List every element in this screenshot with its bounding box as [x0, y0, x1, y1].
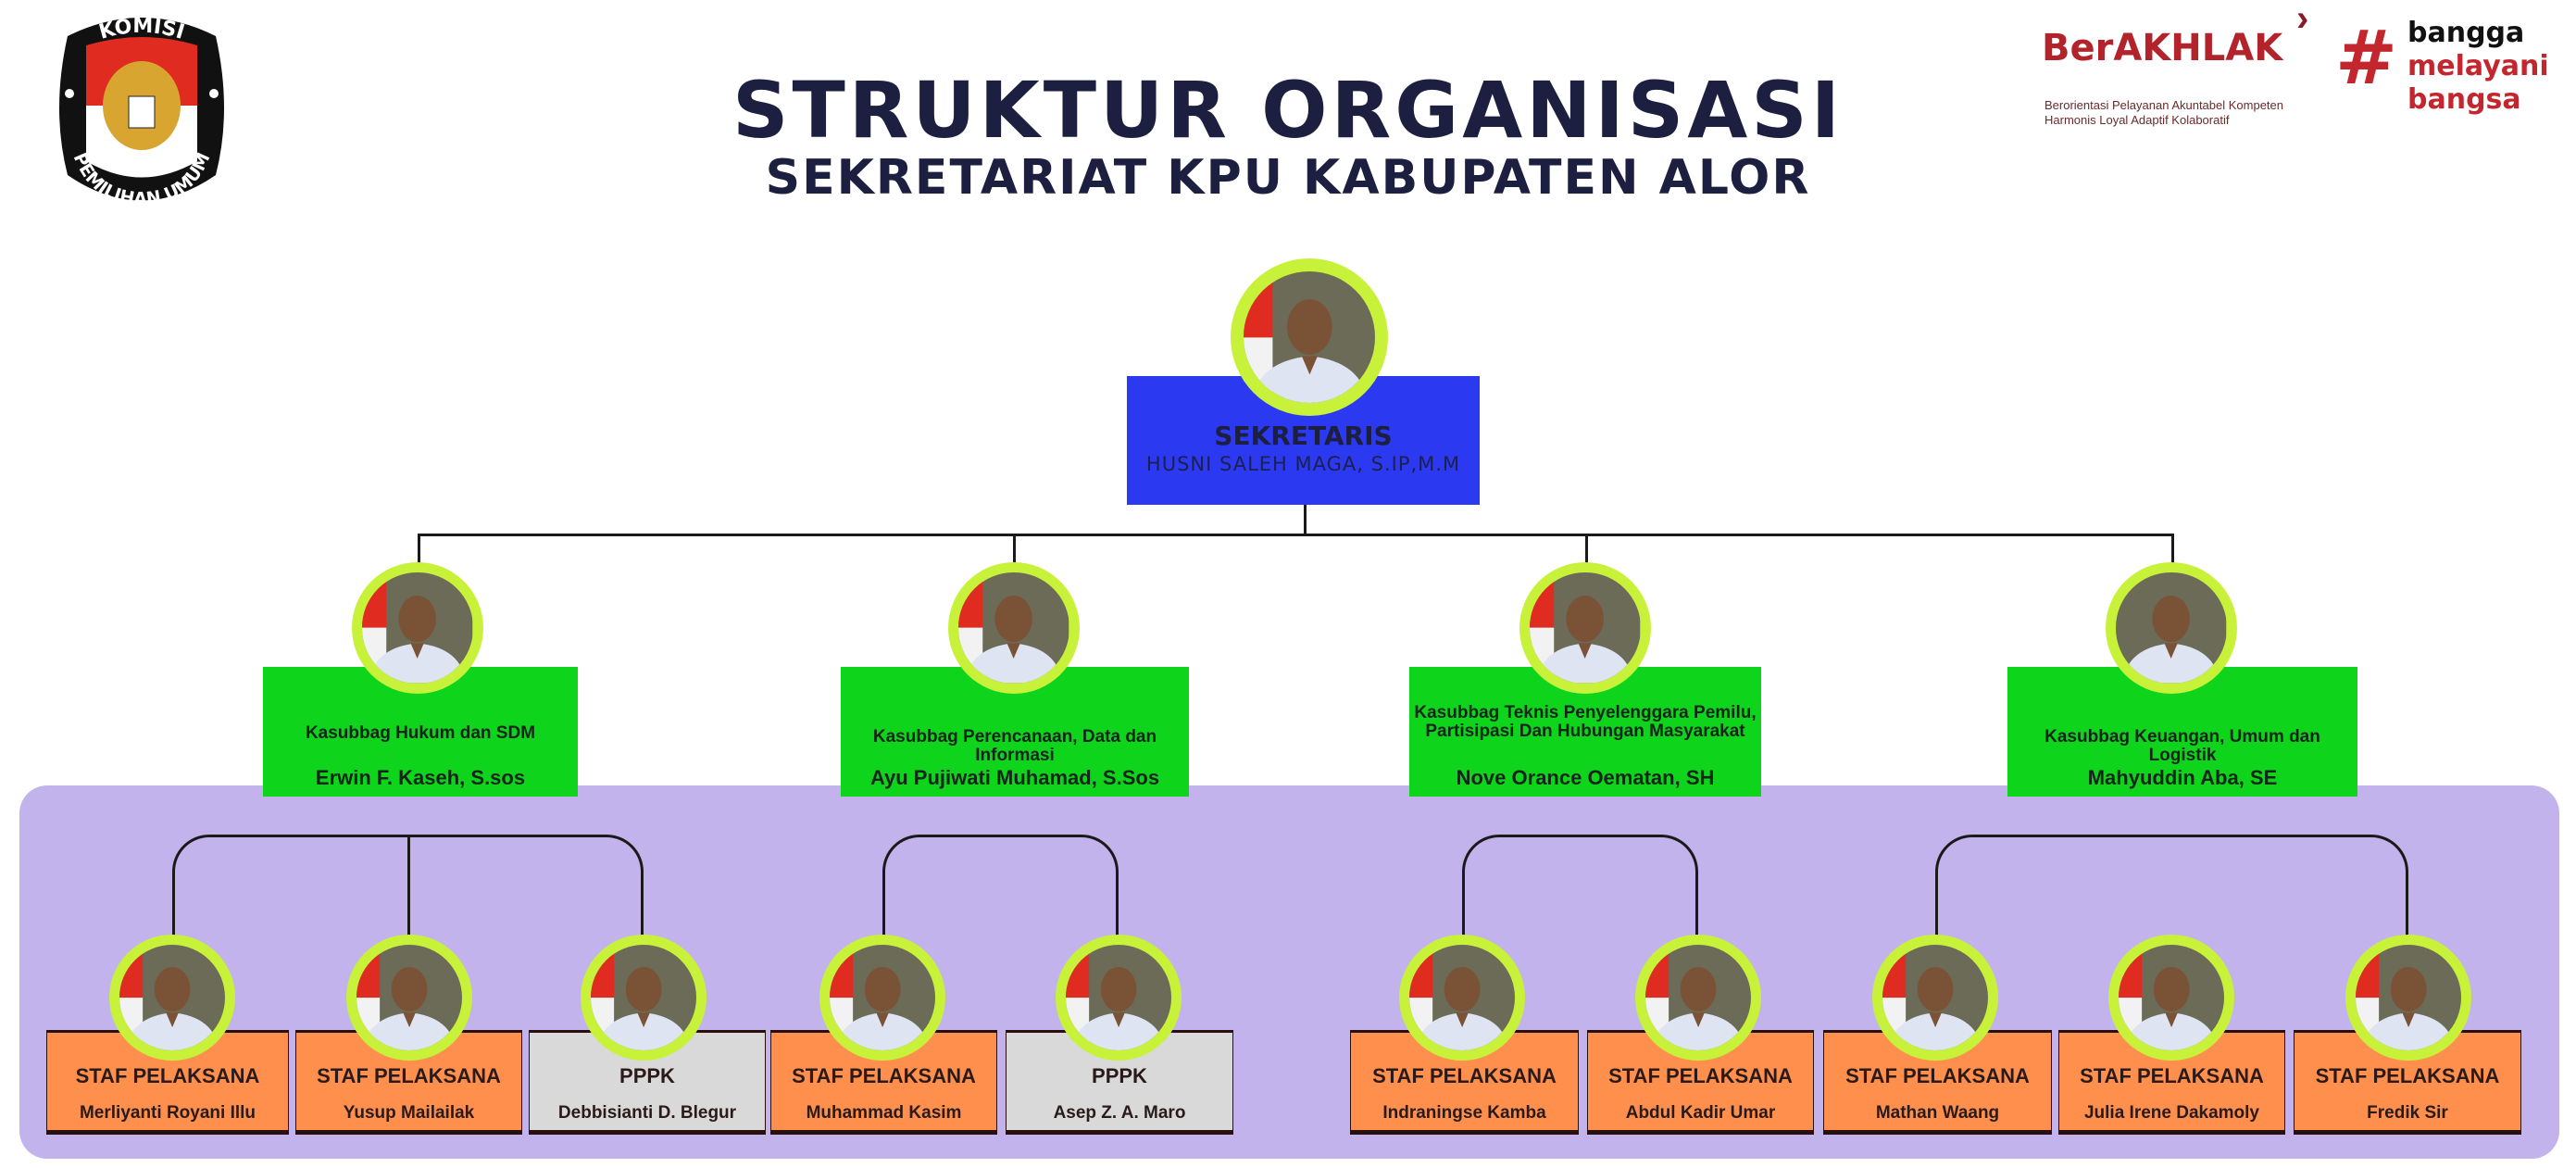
bangga-text: bangga [2407, 17, 2525, 49]
chevron-icon: › [2296, 0, 2309, 39]
kasubbag-name: Erwin F. Kaseh, S.sos [315, 766, 526, 789]
berakhlak-logo: BerAKHLAK [2042, 27, 2283, 69]
kasubbag-card: Kasubbag Perencanaan, Data dan Informasi… [841, 667, 1189, 797]
staff-role: STAF PELAKSANA [75, 1064, 260, 1087]
page-title: STRUKTUR ORGANISASI [732, 65, 1844, 156]
staff-role: STAF PELAKSANA [792, 1064, 976, 1087]
kasubbag-role: Kasubbag Teknis Penyelenggara Pemilu, Pa… [1414, 703, 1757, 741]
staff-name: Fredik Sir [2367, 1103, 2448, 1123]
kasubbag-photo [352, 562, 483, 694]
staff-group-connector [882, 835, 1119, 936]
sekretaris-card: SEKRETARIS HUSNI SALEH MAGA, S.IP,M.M [1127, 376, 1480, 505]
staff-name: Muhammad Kasim [806, 1103, 962, 1123]
staff-role: PPPK [619, 1064, 675, 1087]
kasubbag-name: Mahyuddin Aba, SE [2087, 766, 2278, 789]
bangga-melayani-bangsa-logo: bangga melayani bangsa [2407, 17, 2549, 117]
connector-line [407, 835, 410, 936]
kasubbag-photo [948, 562, 1080, 694]
sekretaris-role: SEKRETARIS [1214, 421, 1393, 451]
staff-role: STAF PELAKSANA [1608, 1064, 1793, 1087]
kasubbag-name: Nove Orance Oematan, SH [1456, 766, 1715, 789]
kpu-logo: KOMISI PEMILIHAN UMUM [49, 8, 234, 214]
kasubbag-role: Kasubbag Keuangan, Umum dan Logistik [2045, 727, 2320, 765]
staff-group-connector [1935, 835, 2408, 936]
staff-photo [819, 935, 945, 1061]
staff-name: Merliyanti Royani Illu [79, 1103, 256, 1123]
staff-name: Abdul Kadir Umar [1625, 1103, 1776, 1123]
staff-photo [1635, 935, 1761, 1061]
staff-role: PPPK [1092, 1064, 1147, 1087]
page-subtitle: SEKRETARIAT KPU KABUPATEN ALOR [765, 150, 1811, 206]
melayani-text: melayani [2407, 50, 2549, 82]
connector-line [1013, 534, 1016, 567]
staff-photo [109, 935, 235, 1061]
staff-photo [1056, 935, 1182, 1061]
connector-line [1585, 534, 1588, 567]
staff-photo [346, 935, 472, 1061]
berakhlak-tagline: Berorientasi Pelayanan Akuntabel Kompete… [2045, 98, 2283, 128]
connector-line [418, 534, 420, 567]
staff-name: Asep Z. A. Maro [1053, 1103, 1186, 1123]
staff-role: STAF PELAKSANA [1845, 1064, 2030, 1087]
staff-photo [581, 935, 707, 1061]
staff-role: STAF PELAKSANA [1372, 1064, 1557, 1087]
staf-pelaksana-card: STAF PELAKSANA Muhammad Kasim [770, 1030, 997, 1135]
kasubbag-role: Kasubbag Perencanaan, Data dan Informasi [872, 727, 1157, 765]
kasubbag-card: Kasubbag Hukum dan SDM Erwin F. Kaseh, S.… [263, 667, 578, 797]
sekretaris-photo-avatar [1231, 258, 1388, 416]
tagline-1: Berorientasi Pelayanan Akuntabel Kompete… [2045, 98, 2284, 112]
staff-role: STAF PELAKSANA [2315, 1064, 2500, 1087]
staff-role: STAF PELAKSANA [317, 1064, 501, 1087]
kasubbag-photo [2106, 562, 2237, 694]
connector-line [418, 534, 2172, 536]
hashtag-icon: # [2335, 15, 2398, 101]
connector-line [2171, 534, 2174, 567]
sekretaris-name: HUSNI SALEH MAGA, S.IP,M.M [1145, 453, 1461, 475]
staff-photo [2345, 935, 2471, 1061]
staff-photo [1872, 935, 1998, 1061]
staff-name: Debbisianti D. Blegur [557, 1103, 737, 1123]
staff-name: Julia Irene Dakamoly [2083, 1103, 2260, 1123]
tagline-2: Harmonis Loyal Adaptif Kolaboratif [2045, 113, 2230, 127]
kasubbag-photo [1519, 562, 1651, 694]
staff-photo [1399, 935, 1525, 1061]
staff-photo [2108, 935, 2234, 1061]
staff-name: Indraningse Kamba [1382, 1103, 1546, 1123]
staff-name: Mathan Waang [1875, 1103, 2000, 1123]
bangsa-text: bangsa [2407, 83, 2521, 116]
kasubbag-role: Kasubbag Hukum dan SDM [305, 723, 536, 743]
staff-role: STAF PELAKSANA [2080, 1064, 2264, 1087]
kasubbag-name: Ayu Pujiwati Muhamad, S.Sos [869, 766, 1160, 789]
staff-group-connector [1462, 835, 1698, 936]
staff-name: Yusup Mailailak [343, 1103, 475, 1123]
connector-line [1304, 505, 1307, 535]
